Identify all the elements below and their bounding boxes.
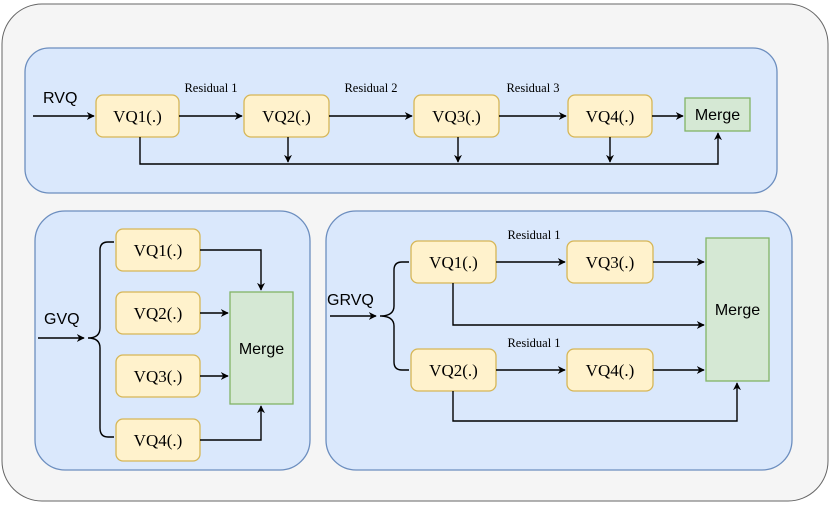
rvq-merge-label: Merge (695, 107, 740, 124)
grvq-vq3-label: VQ3(.) (586, 253, 635, 272)
rvq-vq1-label: VQ1(.) (113, 107, 162, 126)
gvq-vq2-block: VQ2(.) (115, 291, 201, 335)
rvq-vq3-block: VQ3(.) (413, 94, 500, 138)
rvq-panel-background (24, 47, 778, 194)
gvq-vq3-label: VQ3(.) (134, 367, 183, 386)
grvq-vq4-label: VQ4(.) (586, 361, 635, 380)
grvq-vq4-block: VQ4(.) (566, 348, 654, 392)
rvq-residual1-label: Residual 1 (184, 81, 237, 95)
gvq-label: GVQ (44, 311, 80, 328)
grvq-vq2-label: VQ2(.) (429, 361, 478, 380)
gvq-vq4-arrow (200, 405, 265, 441)
gvq-vq4-block: VQ4(.) (115, 418, 201, 462)
grvq-split-brace (379, 261, 409, 371)
grvq-vq1-skip-arrow (452, 283, 705, 329)
rvq-vq4-label: VQ4(.) (586, 107, 635, 126)
grvq-merge-label: Merge (715, 302, 760, 319)
grvq-merge-block: Merge (705, 237, 770, 382)
gvq-vq3-block: VQ3(.) (115, 354, 201, 398)
gvq-split-brace (87, 241, 114, 438)
gvq-panel: GVQ VQ1(.) VQ2(.) VQ3(.) VQ4(.) Merge (34, 210, 311, 471)
gvq-panel-background (34, 210, 311, 471)
grvq-vq2-skip-arrow (452, 382, 741, 422)
rvq-vq1-block: VQ1(.) (95, 94, 180, 138)
rvq-panel: RVQ VQ1(.) VQ2(.) VQ3(.) VQ4(.) Merge (24, 47, 778, 194)
gvq-vq4-label: VQ4(.) (134, 431, 183, 450)
rvq-vq4-block: VQ4(.) (567, 94, 653, 138)
grvq-panel: GRVQ VQ1(.) VQ3(.) VQ2(.) VQ4(.) Merge R… (325, 210, 793, 471)
rvq-vq3-label: VQ3(.) (432, 107, 481, 126)
rvq-vq2-block: VQ2(.) (243, 94, 330, 138)
grvq-residual-top-label: Residual 1 (507, 228, 560, 242)
gvq-vq2-label: VQ2(.) (134, 304, 183, 323)
gvq-vq1-block: VQ1(.) (115, 228, 201, 272)
gvq-vq1-label: VQ1(.) (134, 241, 183, 260)
rvq-merge-block: Merge (684, 97, 751, 132)
grvq-vq3-block: VQ3(.) (566, 240, 654, 284)
rvq-residual3-label: Residual 3 (506, 81, 559, 95)
grvq-vq2-block: VQ2(.) (410, 348, 497, 392)
rvq-label: RVQ (43, 90, 77, 107)
grvq-residual-bottom-label: Residual 1 (507, 336, 560, 350)
rvq-vq2-label: VQ2(.) (262, 107, 311, 126)
grvq-vq1-label: VQ1(.) (429, 253, 478, 272)
grvq-label: GRVQ (327, 292, 374, 309)
grvq-vq1-block: VQ1(.) (410, 240, 497, 284)
gvq-vq1-arrow (200, 249, 265, 291)
gvq-merge-label: Merge (239, 341, 284, 358)
gvq-merge-block: Merge (229, 291, 294, 405)
rvq-bus-line (139, 132, 722, 165)
rvq-residual2-label: Residual 2 (344, 81, 397, 95)
